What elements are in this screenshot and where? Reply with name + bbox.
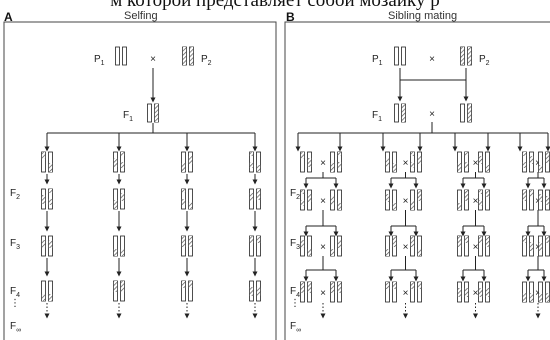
cross-symbol: × bbox=[473, 242, 479, 253]
cross-symbol: × bbox=[429, 54, 435, 65]
f1-chromosomes bbox=[147, 103, 159, 123]
cross-symbol: × bbox=[403, 288, 409, 299]
chromosome-pair bbox=[330, 281, 342, 303]
cross-symbol: × bbox=[535, 196, 541, 207]
cross-symbol: × bbox=[150, 54, 156, 65]
cross-symbol: × bbox=[403, 242, 409, 253]
chromosome-pair bbox=[181, 280, 193, 302]
generation-label-4: F4 bbox=[10, 286, 20, 299]
panel-b-title: Sibling mating bbox=[388, 10, 458, 22]
parent-2-chromosomes bbox=[182, 46, 194, 66]
chromosome-pair bbox=[181, 151, 193, 173]
cross-symbol: × bbox=[535, 158, 541, 169]
parent-1-label: P1 bbox=[94, 54, 105, 67]
chromosome-pair bbox=[41, 188, 53, 210]
chromosome-pair bbox=[300, 281, 312, 303]
chromosome-pair bbox=[478, 151, 490, 173]
f1-chromosome-b bbox=[460, 103, 472, 123]
cross-symbol: × bbox=[320, 196, 326, 207]
panel-a-frame bbox=[3, 21, 277, 340]
parent-2-label: P2 bbox=[479, 54, 490, 67]
chromosome-pair bbox=[522, 281, 534, 303]
cross-symbol: × bbox=[473, 196, 479, 207]
f1-cross-symbol: × bbox=[429, 109, 435, 120]
chromosome-pair bbox=[410, 189, 422, 211]
chromosome-pair bbox=[457, 189, 469, 211]
chromosome-pair bbox=[300, 151, 312, 173]
chromosome-pair bbox=[457, 281, 469, 303]
generation-label-6: F∞ bbox=[10, 321, 21, 334]
chromosome-pair bbox=[113, 280, 125, 302]
chromosome-pair bbox=[330, 189, 342, 211]
chromosome-pair bbox=[538, 151, 550, 173]
chromosome-pair bbox=[478, 235, 490, 257]
chromosome-pair bbox=[538, 235, 550, 257]
cross-symbol: × bbox=[403, 196, 409, 207]
generation-label-3: F3 bbox=[290, 238, 300, 251]
f1-label: F1 bbox=[123, 110, 133, 123]
generation-label-3: F3 bbox=[10, 238, 20, 251]
chromosome-pair bbox=[522, 235, 534, 257]
cross-symbol: × bbox=[473, 288, 479, 299]
chromosome-pair bbox=[538, 189, 550, 211]
cross-symbol: × bbox=[320, 288, 326, 299]
f1-label: F1 bbox=[372, 110, 382, 123]
chromosome-pair bbox=[457, 151, 469, 173]
chromosome-pair bbox=[522, 151, 534, 173]
parent-2-chromosomes bbox=[460, 46, 472, 66]
chromosome-pair bbox=[300, 189, 312, 211]
chromosome-pair bbox=[41, 280, 53, 302]
cross-symbol: × bbox=[320, 242, 326, 253]
chromosome-pair bbox=[249, 280, 261, 302]
parent-1-chromosomes bbox=[394, 46, 406, 66]
generation-label-2: F2 bbox=[290, 188, 300, 201]
cross-symbol: × bbox=[535, 242, 541, 253]
chromosome-pair bbox=[41, 235, 53, 257]
chromosome-pair bbox=[113, 235, 125, 257]
generation-label-6: F∞ bbox=[290, 321, 301, 334]
cropped-caption-text: м которой представляет собой мозаику р bbox=[110, 0, 440, 11]
chromosome-pair bbox=[478, 281, 490, 303]
chromosome-pair bbox=[249, 235, 261, 257]
panel-a-letter: A bbox=[4, 10, 13, 24]
cross-symbol: × bbox=[403, 158, 409, 169]
chromosome-pair bbox=[538, 281, 550, 303]
chromosome-pair bbox=[385, 281, 397, 303]
panel-a-title: Selfing bbox=[124, 10, 158, 22]
chromosome-pair bbox=[113, 151, 125, 173]
chromosome-pair bbox=[181, 188, 193, 210]
chromosome-pair bbox=[385, 151, 397, 173]
parent-2-label: P2 bbox=[201, 54, 212, 67]
chromosome-pair bbox=[249, 188, 261, 210]
cross-symbol: × bbox=[320, 158, 326, 169]
f1-chromosome-a bbox=[394, 103, 406, 123]
panel-b-frame bbox=[284, 21, 550, 340]
panel-b-letter: B bbox=[286, 10, 295, 24]
chromosome-pair bbox=[522, 189, 534, 211]
generation-label-4: F4 bbox=[290, 286, 300, 299]
chromosome-pair bbox=[181, 235, 193, 257]
cross-symbol: × bbox=[535, 288, 541, 299]
chromosome-pair bbox=[249, 151, 261, 173]
chromosome-pair bbox=[410, 281, 422, 303]
ellipsis-label: ⋮ bbox=[10, 298, 20, 309]
parent-1-chromosomes bbox=[115, 46, 127, 66]
chromosome-pair bbox=[41, 151, 53, 173]
generation-label-2: F2 bbox=[10, 188, 20, 201]
chromosome-pair bbox=[385, 235, 397, 257]
chromosome-pair bbox=[410, 235, 422, 257]
parent-1-label: P1 bbox=[372, 54, 383, 67]
chromosome-pair bbox=[457, 235, 469, 257]
chromosome-pair bbox=[330, 151, 342, 173]
chromosome-pair bbox=[478, 189, 490, 211]
chromosome-pair bbox=[410, 151, 422, 173]
cross-symbol: × bbox=[473, 158, 479, 169]
chromosome-pair bbox=[300, 235, 312, 257]
chromosome-pair bbox=[330, 235, 342, 257]
chromosome-pair bbox=[113, 188, 125, 210]
chromosome-pair bbox=[385, 189, 397, 211]
ellipsis-label: ⋮ bbox=[290, 298, 300, 309]
